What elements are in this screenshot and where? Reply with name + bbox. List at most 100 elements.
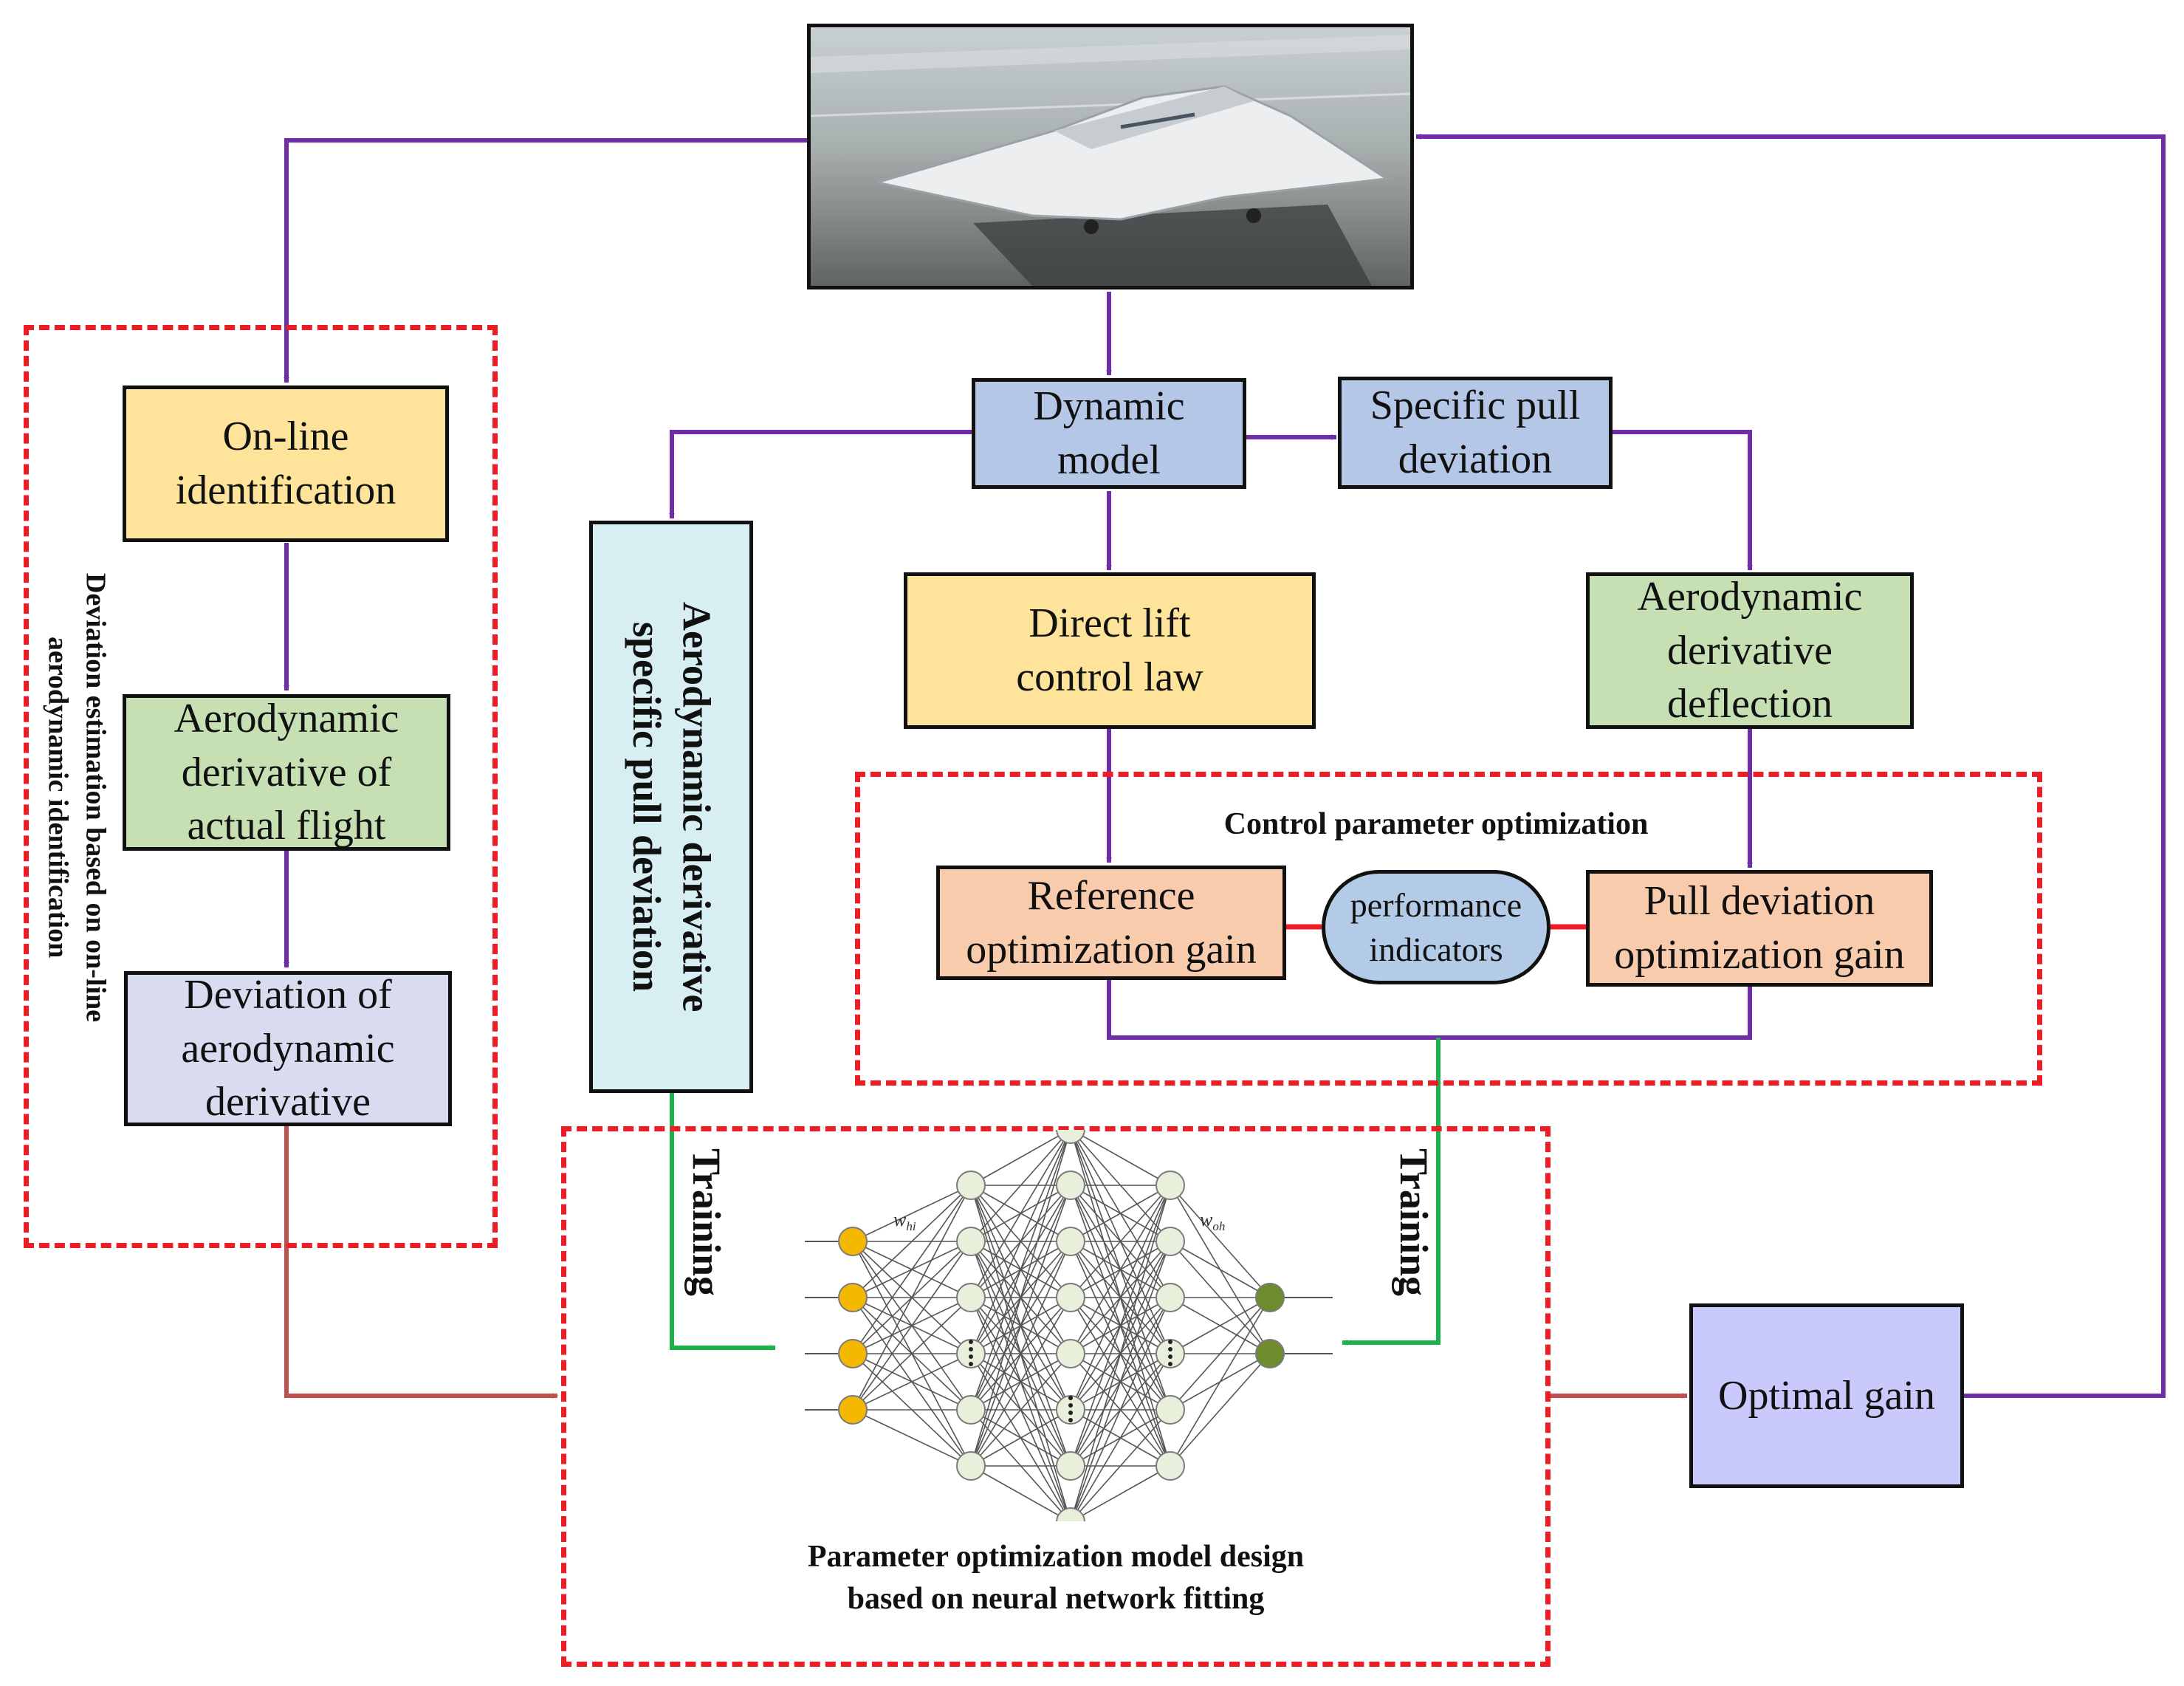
nn-ellipsis-dot-1-1 <box>1068 1403 1073 1408</box>
nn-connection-3-5-1 <box>1170 1353 1271 1467</box>
node-online-identification: On-line identification <box>123 385 449 542</box>
nn-hidden-node-1-5 <box>956 1451 986 1481</box>
nn-connection-1-3-0 <box>970 1130 1071 1354</box>
nn-connection-1-5-7 <box>970 1465 1071 1521</box>
nn-connection-3-1-0 <box>1170 1241 1271 1298</box>
nn-connection-1-4-0 <box>970 1130 1071 1411</box>
node-performance-indicators: performance indicators <box>1322 870 1551 984</box>
node-online-identification-text: On-line identification <box>175 414 396 513</box>
nn-weight-label-woh: woh <box>1200 1209 1225 1233</box>
nn-hidden-node-1-4 <box>956 1395 986 1425</box>
nn-hidden-node-3-4 <box>1155 1395 1185 1425</box>
nn-connection-3-0-0 <box>1170 1185 1271 1298</box>
edge-deviation-to-nn <box>284 1126 558 1399</box>
edge-training-left <box>670 1092 776 1351</box>
nn-connection-0-0-0 <box>852 1185 972 1242</box>
edge-training-right <box>1342 1038 1440 1346</box>
nn-connection-3-5-0 <box>1170 1297 1271 1467</box>
node-pull-deviation-optimization-gain: Pull deviation optimization gain <box>1586 870 1933 987</box>
nn-hidden-node-3-1 <box>1155 1227 1185 1256</box>
nn-connection-0-3-3 <box>852 1353 972 1411</box>
nn-connection-2-5-0 <box>1070 1185 1171 1411</box>
nn-hidden-node-1-1 <box>956 1227 986 1256</box>
nn-ellipsis-dot-1-2 <box>1068 1411 1073 1415</box>
nn-ellipsis-dot-0-3 <box>969 1362 973 1366</box>
nn-connection-0-3-0 <box>852 1185 972 1411</box>
node-aero-derivative-deflection: Aerodynamic derivative deflection <box>1586 572 1914 729</box>
nn-hidden-node-3-0 <box>1155 1171 1185 1200</box>
neural-network-illustration: whi woh <box>805 1130 1333 1521</box>
nn-nodes <box>838 1130 1285 1521</box>
nn-connection-1-5-5 <box>970 1409 1071 1467</box>
nn-connection-2-7-2 <box>1070 1297 1171 1521</box>
nn-connection-0-2-0 <box>852 1185 972 1354</box>
nn-output-node-4-0 <box>1255 1283 1285 1312</box>
nn-hidden-node-2-6 <box>1056 1451 1085 1481</box>
nn-connection-3-3-0 <box>1170 1297 1271 1354</box>
node-optimal-gain: Optimal gain <box>1689 1303 1964 1488</box>
node-specific-pull-deviation: Specific pull deviation <box>1338 377 1613 489</box>
edge-dynamic-model-to-aero-specific-pull <box>669 430 972 519</box>
nn-weight-label-whi: whi <box>893 1209 916 1233</box>
node-specific-pull-deviation-text: Specific pull deviation <box>1370 383 1581 482</box>
nn-connection-2-3-0 <box>1070 1185 1171 1298</box>
node-aero-specific-pull-deviation-text: Aerodynamic derivative specific pull dev… <box>625 601 719 1012</box>
node-dynamic-model: Dynamic model <box>972 378 1246 489</box>
nn-connection-1-5-1 <box>970 1185 1071 1467</box>
aircraft-photo <box>807 24 1414 289</box>
nn-input-node-0-2 <box>838 1339 868 1368</box>
nn-connection-1-5-4 <box>970 1353 1071 1467</box>
nn-ellipsis-dot-0-0 <box>969 1340 973 1344</box>
nn-connection-1-2-0 <box>970 1130 1071 1298</box>
node-dynamic-model-text: Dynamic model <box>1033 383 1185 483</box>
group-frame-nn-design <box>561 1126 1551 1667</box>
node-pull-deviation-optimization-gain-text: Pull deviation optimization gain <box>1614 878 1905 978</box>
node-deviation-aero-derivative: Deviation of aerodynamic derivative <box>124 971 452 1126</box>
group-label-control-optimization: Control parameter optimization <box>1223 807 1649 841</box>
nn-connection-2-7-0 <box>1070 1185 1171 1521</box>
nn-connection-3-4-0 <box>1170 1297 1271 1411</box>
nn-connection-2-7-5 <box>1071 1465 1171 1521</box>
nn-hidden-node-2-0 <box>1056 1130 1085 1144</box>
aircraft-illustration <box>811 35 1410 286</box>
node-direct-lift-control-law: Direct lift control law <box>904 572 1316 729</box>
nn-input-node-0-1 <box>838 1283 868 1312</box>
nn-input-node-0-0 <box>838 1227 868 1256</box>
nn-hidden-node-3-2 <box>1155 1283 1185 1312</box>
nn-connections <box>852 1130 1271 1521</box>
edge-specific-pull-to-aero-deflection <box>1612 430 1753 571</box>
nn-hidden-node-1-0 <box>956 1171 986 1200</box>
nn-connection-0-3-2 <box>852 1297 972 1411</box>
nn-input-node-0-3 <box>838 1395 868 1425</box>
nn-connection-1-5-0 <box>970 1130 1071 1467</box>
nn-hidden-node-2-2 <box>1056 1227 1085 1256</box>
nn-connection-2-7-1 <box>1070 1241 1171 1521</box>
node-aero-derivative-deflection-text: Aerodynamic derivative deflection <box>1637 573 1863 727</box>
nn-hidden-node-3-5 <box>1155 1451 1185 1481</box>
edge-label-training-right: Training <box>1391 1148 1436 1297</box>
node-aero-derivative-actual-flight: Aerodynamic derivative of actual flight <box>123 694 450 851</box>
nn-connection-0-1-0 <box>852 1185 972 1298</box>
edge-aircraft-to-online-identification <box>284 138 811 383</box>
nn-connection-2-7-4 <box>1070 1409 1171 1521</box>
node-aero-derivative-actual-flight-text: Aerodynamic derivative of actual flight <box>174 695 399 849</box>
nn-connection-2-2-0 <box>1070 1185 1171 1242</box>
nn-connection-1-5-3 <box>970 1297 1071 1467</box>
nn-hidden-node-2-1 <box>1056 1171 1085 1200</box>
node-performance-indicators-text: performance indicators <box>1350 885 1522 968</box>
nn-connection-2-7-3 <box>1070 1353 1171 1521</box>
nn-connection-2-0-0 <box>1071 1130 1171 1186</box>
nn-ellipsis-dot-1-0 <box>1068 1396 1073 1400</box>
edge-gains-merge <box>1107 980 1752 1040</box>
group-label-deviation-estimation: Deviation estimation based on on-line ae… <box>42 572 111 1023</box>
nn-ellipsis-dot-2-0 <box>1168 1340 1172 1344</box>
node-deviation-aero-derivative-text: Deviation of aerodynamic derivative <box>181 971 395 1125</box>
node-direct-lift-control-law-text: Direct lift control law <box>1016 600 1203 700</box>
nn-connection-0-3-5 <box>852 1409 972 1467</box>
nn-ellipsis-dot-2-1 <box>1168 1347 1172 1351</box>
nn-hidden-node-2-3 <box>1056 1283 1085 1312</box>
node-reference-optimization-gain-text: Reference optimization gain <box>966 872 1257 973</box>
node-reference-optimization-gain: Reference optimization gain <box>936 866 1286 980</box>
